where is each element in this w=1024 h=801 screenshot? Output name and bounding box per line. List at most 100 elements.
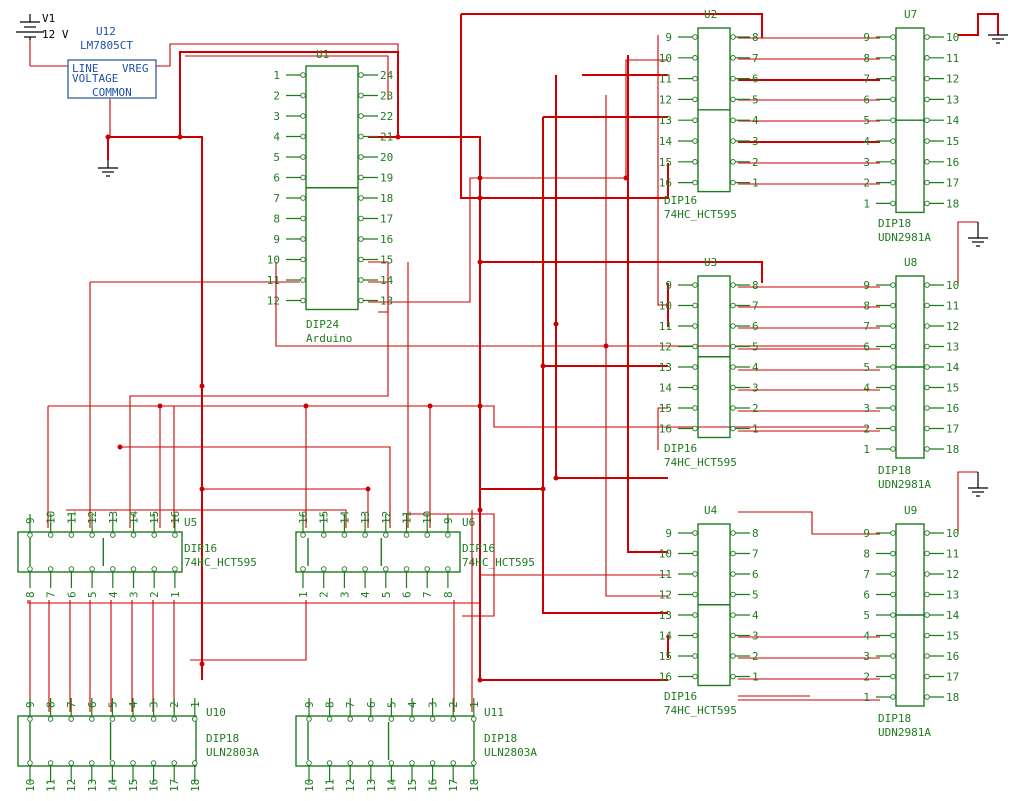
- pin-dot: [692, 571, 698, 577]
- pin-dot: [300, 133, 306, 140]
- pin-number: 4: [107, 591, 120, 598]
- pin-dot: [924, 96, 930, 103]
- chip-u1[interactable]: 123456789101112242322212019181716151413U…: [267, 48, 394, 345]
- chip-u7[interactable]: 987654321101112131415161718U7DIP18UDN298…: [863, 8, 959, 244]
- chip-body: [17, 531, 183, 573]
- pin-dot: [730, 179, 736, 186]
- pin-number: 18: [946, 197, 959, 210]
- pin-dot: [358, 256, 364, 263]
- pin-number: 1: [297, 591, 310, 598]
- pin-number: 1: [752, 671, 759, 684]
- pin-dot: [924, 282, 930, 288]
- pin-dot: [890, 55, 896, 61]
- pin-number: 4: [752, 609, 759, 622]
- chip-designator: U8: [904, 256, 917, 269]
- pin-number: 13: [86, 779, 99, 792]
- pin-dot: [403, 532, 410, 538]
- pin-dot: [151, 566, 157, 572]
- pin-dot: [362, 532, 368, 538]
- pin-number: 17: [447, 779, 460, 792]
- pin-dot: [730, 34, 736, 40]
- chip-part: 74HC_HCT595: [462, 556, 535, 569]
- pin-number: 5: [863, 609, 870, 622]
- chip-body: [295, 531, 461, 573]
- pin-dot: [730, 612, 736, 618]
- pin-number: 6: [401, 591, 414, 598]
- pin-number: 1: [273, 69, 280, 82]
- pin-dot: [924, 446, 930, 452]
- chip-part: UDN2981A: [878, 231, 931, 244]
- pin-dot: [692, 138, 698, 144]
- pin-dot: [924, 34, 930, 40]
- pin-dot: [300, 256, 306, 263]
- pin-dot: [924, 632, 930, 639]
- pin-number: 13: [359, 511, 372, 524]
- pin-dot: [368, 716, 374, 722]
- pin-number: 11: [324, 779, 337, 792]
- pin-number: 7: [863, 320, 870, 333]
- pin-number: 16: [659, 671, 672, 684]
- pin-dot: [341, 566, 348, 572]
- pin-number: 16: [380, 233, 393, 246]
- pin-number: 14: [946, 361, 960, 374]
- pin-dot: [692, 96, 698, 103]
- pin-number: 2: [752, 156, 759, 169]
- pin-dot: [130, 532, 137, 538]
- pin-number: 5: [385, 701, 398, 708]
- regulator-part: LM7805CT: [80, 39, 133, 52]
- pin-number: 6: [863, 589, 870, 602]
- chip-u3[interactable]: 91011121314151687654321U3DIP1674HC_HCT59…: [659, 256, 759, 469]
- pin-dot: [368, 760, 374, 766]
- chip-u9[interactable]: 987654321101112131415161718U9DIP18UDN298…: [863, 504, 959, 739]
- pin-dot: [409, 760, 415, 766]
- pin-dot: [692, 34, 698, 40]
- pin-number: 14: [128, 510, 141, 524]
- pin-dot: [89, 716, 95, 722]
- pin-dot: [47, 760, 54, 766]
- pin-number: 8: [752, 527, 759, 540]
- pin-dot: [924, 550, 930, 557]
- pin-number: 2: [752, 402, 759, 415]
- pin-dot: [692, 591, 698, 598]
- pin-number: 13: [107, 511, 120, 524]
- pin-dot: [358, 113, 364, 119]
- pin-dot: [68, 716, 74, 722]
- pin-dot: [730, 117, 736, 123]
- pin-number: 13: [659, 609, 672, 622]
- pin-number: 2: [273, 90, 280, 103]
- pin-number: 9: [665, 279, 672, 292]
- pin-number: 1: [863, 197, 870, 210]
- chip-part: UDN2981A: [878, 478, 931, 491]
- pin-dot: [890, 34, 896, 40]
- chip-designator: U3: [704, 256, 717, 269]
- chip-designator: U7: [904, 8, 917, 21]
- pin-number: 7: [273, 192, 280, 205]
- battery-v1[interactable]: V1 12 V: [16, 12, 69, 41]
- chip-part: Arduino: [306, 332, 352, 345]
- pin-dot: [924, 302, 930, 309]
- pin-number: 5: [106, 701, 119, 708]
- chips-layer: 123456789101112242322212019181716151413U…: [17, 8, 960, 792]
- chip-u2[interactable]: 91011121314151687654321U2DIP1674HC_HCT59…: [659, 8, 759, 221]
- pin-number: 15: [148, 511, 161, 524]
- voltage-regulator[interactable]: U12 LM7805CT LINE VREG VOLTAGE COMMON: [67, 25, 157, 99]
- pin-number: 7: [863, 568, 870, 581]
- chip-designator: U2: [704, 8, 717, 21]
- pin-number: 8: [24, 591, 37, 598]
- pin-number: 4: [752, 361, 759, 374]
- pin-number: 7: [752, 548, 759, 561]
- pin-number: 10: [946, 527, 959, 540]
- chip-u4[interactable]: 91011121314151687654321U4DIP1674HC_HCT59…: [659, 504, 759, 717]
- pin-dot: [89, 532, 95, 538]
- pin-number: 11: [45, 779, 58, 792]
- pin-number: 17: [380, 213, 393, 226]
- pin-dot: [450, 716, 456, 722]
- pin-dot: [388, 760, 395, 766]
- chip-u8[interactable]: 987654321101112131415161718U8DIP18UDN298…: [863, 256, 959, 491]
- chip-designator: U1: [316, 48, 329, 61]
- pin-dot: [445, 532, 451, 538]
